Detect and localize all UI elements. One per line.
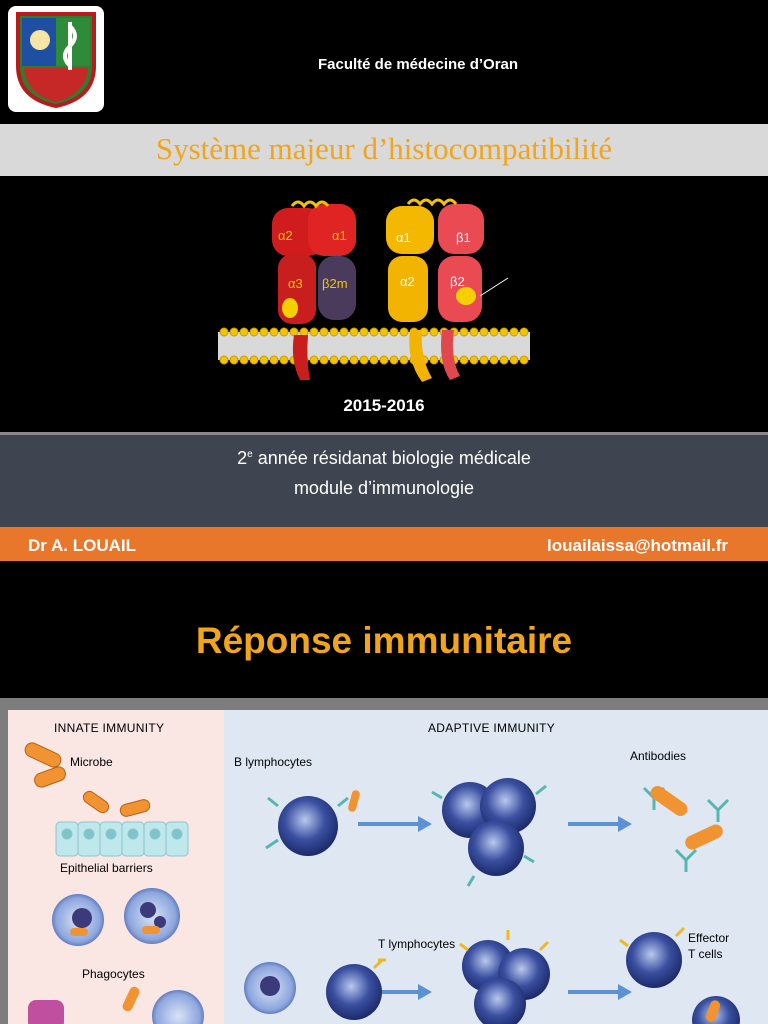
author-email[interactable]: louailaissa@hotmail.fr bbox=[547, 536, 728, 556]
label-b2m-class1: β2m bbox=[322, 276, 348, 291]
phagocyte-icons bbox=[52, 888, 180, 946]
slide-title: Système majeur d’histocompatibilité bbox=[0, 131, 768, 167]
microbe-icons bbox=[23, 741, 151, 818]
t-cell-clones-icon bbox=[460, 930, 550, 1024]
crest-icon bbox=[8, 6, 104, 112]
academic-year: 2015-2016 bbox=[0, 396, 768, 416]
faculty-logo bbox=[8, 6, 104, 112]
subtitle-ordinal: 2 bbox=[237, 448, 247, 468]
label-t-lymphocytes: T lymphocytes bbox=[378, 937, 455, 951]
label-epithelial-barriers: Epithelial barriers bbox=[60, 861, 153, 875]
label-phagocytes: Phagocytes bbox=[82, 967, 145, 981]
faculty-name: Faculté de médecine d’Oran bbox=[120, 56, 716, 73]
label-adaptive-immunity: ADAPTIVE IMMUNITY bbox=[428, 721, 555, 735]
antibody-icons bbox=[644, 783, 728, 872]
slide2-heading: Réponse immunitaire bbox=[0, 620, 768, 662]
label-alpha2-class1: α2 bbox=[278, 228, 293, 243]
innate-bottom-cells bbox=[28, 985, 204, 1024]
label-t-cells: T cells bbox=[688, 947, 722, 961]
label-alpha2-class2: α2 bbox=[400, 274, 415, 289]
label-alpha3-class1: α3 bbox=[288, 276, 303, 291]
label-microbe: Microbe bbox=[70, 755, 113, 769]
cell-membrane bbox=[218, 328, 530, 364]
immunity-figure: INNATE IMMUNITY ADAPTIVE IMMUNITY Microb… bbox=[8, 710, 768, 1024]
label-alpha1-class1: α1 bbox=[332, 228, 347, 243]
b-cell-clones-icon bbox=[432, 778, 546, 886]
label-beta2-class2: β2 bbox=[450, 274, 465, 289]
epithelial-cells-icon bbox=[56, 822, 188, 856]
label-beta1-class2: β1 bbox=[456, 230, 471, 245]
t-lymphocyte-icons bbox=[244, 960, 386, 1020]
subtitle-text: année résidanat biologie médicale bbox=[253, 448, 531, 468]
subtitle-line-2: module d’immunologie bbox=[0, 478, 768, 499]
label-antibodies: Antibodies bbox=[630, 749, 686, 763]
b-lymphocyte-icon bbox=[266, 789, 361, 856]
label-alpha1-class2: α1 bbox=[396, 230, 411, 245]
mhc-molecules-figure: α2 α1 α3 β2m α1 β1 α2 β2 bbox=[210, 190, 540, 390]
label-innate-immunity: INNATE IMMUNITY bbox=[54, 721, 164, 735]
author-name: Dr A. LOUAIL bbox=[28, 536, 136, 556]
label-b-lymphocytes: B lymphocytes bbox=[234, 755, 312, 769]
subtitle-line-1: 2e année résidanat biologie médicale bbox=[0, 448, 768, 469]
label-effector: Effector bbox=[688, 931, 729, 945]
